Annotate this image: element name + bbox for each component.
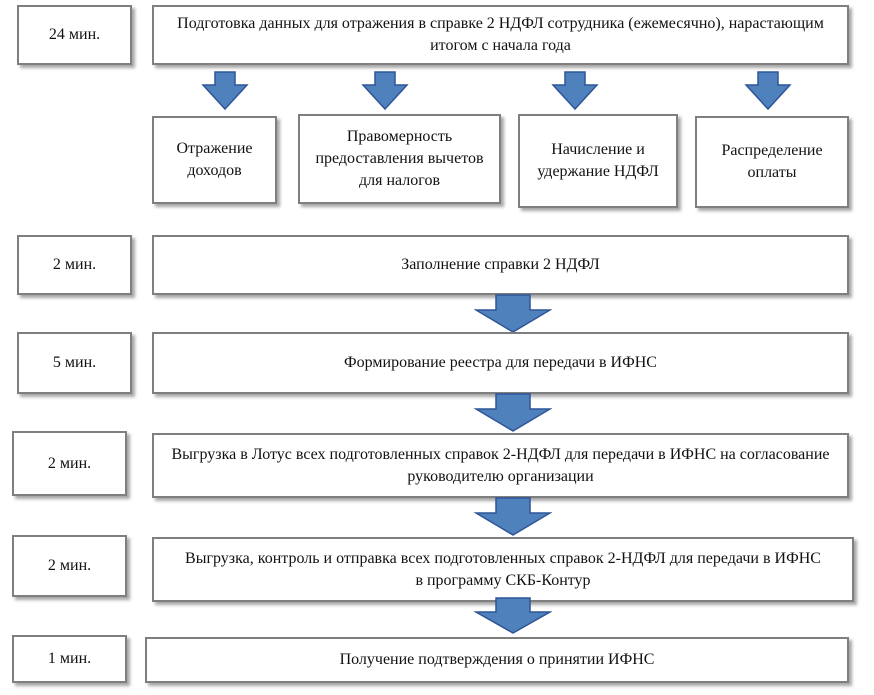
substep-text-3: Начисление и удержание НДФЛ	[537, 141, 659, 180]
arrow-down-icon	[474, 294, 552, 333]
step-5-box: Выгрузка, контроль и отправка всех подго…	[152, 537, 854, 602]
arrow-down-icon	[201, 71, 249, 111]
step-5-text: Выгрузка, контроль и отправка всех подго…	[185, 549, 821, 589]
step-2-text: Заполнение справки 2 НДФЛ	[401, 256, 600, 273]
arrow-down-icon	[744, 71, 792, 111]
step-6-box: Получение подтверждения о принятии ИФНС	[145, 637, 849, 683]
substep-box-4: Распределение оплаты	[695, 116, 849, 208]
arrow-down-icon	[474, 597, 552, 634]
step-4-time: 2 мин.	[12, 431, 127, 496]
step-3-text: Формирование реестра для передачи в ИФНС	[344, 354, 657, 371]
arrow-down-icon	[474, 393, 552, 432]
substep-text-2: Правомерность предоставления вычетов для…	[315, 128, 484, 189]
arrow-down-icon	[361, 71, 409, 111]
step-6-time: 1 мин.	[12, 635, 127, 683]
substep-box-1: Отражение доходов	[152, 116, 277, 204]
arrow-down-icon	[551, 71, 599, 111]
step-6-text: Получение подтверждения о принятии ИФНС	[339, 651, 655, 668]
step-3-time: 5 мин.	[17, 332, 132, 394]
step-4-box: Выгрузка в Лотус всех подготовленных спр…	[152, 433, 849, 498]
step-3-box: Формирование реестра для передачи в ИФНС	[152, 332, 849, 394]
substep-box-2: Правомерность предоставления вычетов для…	[298, 114, 501, 204]
substep-text-4: Распределение оплаты	[721, 142, 823, 181]
step-1-text: Подготовка данных для отражения в справк…	[177, 15, 824, 54]
step-4-text: Выгрузка в Лотус всех подготовленных спр…	[171, 445, 830, 485]
substep-box-3: Начисление и удержание НДФЛ	[518, 114, 678, 208]
step-5-time: 2 мин.	[12, 535, 127, 597]
step-2-time: 2 мин.	[17, 235, 132, 295]
substep-text-1: Отражение доходов	[176, 140, 253, 179]
step-2-box: Заполнение справки 2 НДФЛ	[152, 235, 849, 295]
step-1-box: Подготовка данных для отражения в справк…	[152, 5, 849, 65]
arrow-down-icon	[474, 497, 552, 536]
step-1-time: 24 мин.	[17, 5, 132, 65]
